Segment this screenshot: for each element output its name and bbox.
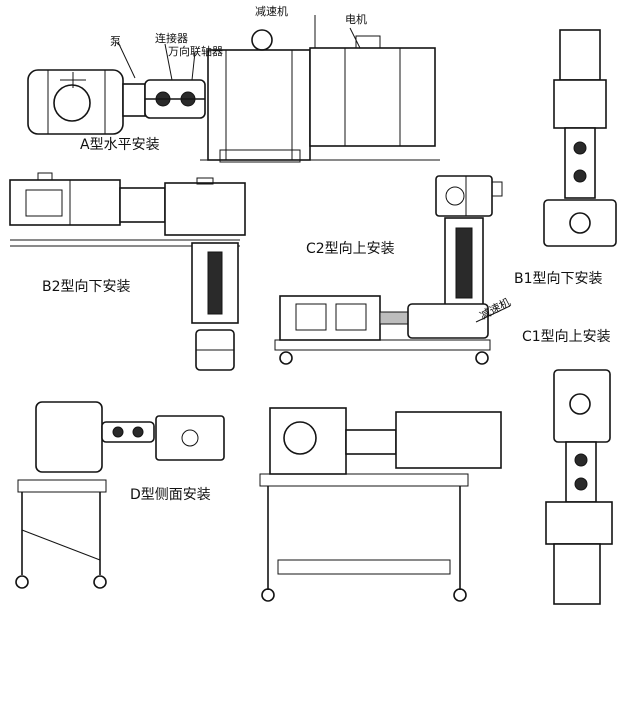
pump-c2	[435, 175, 503, 217]
vertical-joint-c1	[565, 441, 597, 503]
assembly-d-side	[15, 401, 225, 589]
pump-b1	[543, 199, 617, 247]
pump-a	[27, 69, 124, 135]
reducer-b2	[164, 177, 246, 236]
caption-b2-down: B2型向下安装	[42, 279, 131, 295]
callout-universal-joint: 万向联轴器	[168, 45, 223, 58]
callout-coupling: 连接器	[155, 32, 188, 45]
motor-b1	[559, 29, 601, 81]
pump-b2	[195, 329, 235, 371]
shaft-c2	[379, 311, 409, 325]
pump-c1	[553, 369, 611, 443]
base-frame-center	[259, 473, 469, 487]
vertical-joint-c2	[444, 217, 484, 309]
pump-d	[155, 415, 225, 461]
assembly-c1-up	[545, 369, 613, 605]
assembly-a-horizontal	[27, 15, 440, 163]
reducer-center	[269, 407, 347, 475]
caption-a-horizontal: A型水平安装	[80, 137, 160, 153]
reducer-b1	[553, 79, 607, 129]
assembly-b2-down	[9, 172, 246, 371]
universal-joint-a	[144, 79, 206, 119]
motor-c2	[279, 295, 381, 341]
vertical-joint-b1	[564, 127, 596, 199]
base-frame-c2	[274, 339, 491, 351]
caption-c1-up: C1型向上安装	[522, 329, 611, 345]
motor-a	[309, 35, 436, 147]
assembly-b1-down	[543, 29, 617, 247]
connector-a	[122, 83, 146, 117]
caption-d-side: D型侧面安装	[130, 487, 211, 503]
reducer-c2	[407, 303, 489, 339]
coupling-center	[345, 429, 397, 455]
motor-c1	[553, 543, 601, 605]
stand-d	[15, 479, 107, 589]
assembly-frame-center	[259, 407, 502, 602]
reducer-d	[35, 401, 103, 473]
vertical-joint-b2	[191, 242, 239, 324]
callout-pump: 泵	[110, 35, 121, 48]
callout-motor: 电机	[345, 13, 367, 26]
assembly-c2-up	[274, 175, 511, 365]
coupling-housing-b2	[119, 187, 166, 223]
reducer-c1	[545, 501, 613, 545]
motor-center	[395, 411, 502, 469]
motor-b2	[9, 172, 121, 226]
reducer-a	[207, 29, 311, 163]
caption-c2-up: C2型向上安装	[306, 241, 395, 257]
universal-joint-d	[101, 421, 155, 443]
caption-b1-down: B1型向下安装	[514, 271, 603, 287]
callout-reducer: 减速机	[255, 5, 288, 18]
